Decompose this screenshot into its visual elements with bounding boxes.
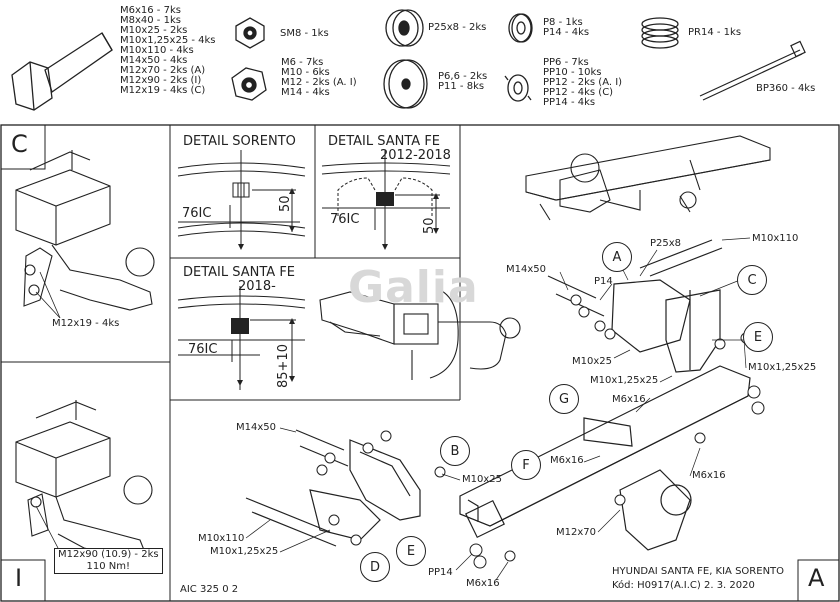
panel-a-letter: A	[808, 564, 825, 592]
part-label: M6x16	[550, 455, 584, 466]
bolt-item: M10x1,25x25 - 4ks	[120, 35, 216, 46]
washer-item: PP6 - 7ks	[543, 57, 589, 68]
panel-i-bolt-label: M12x90 (10.9) - 2ks	[58, 549, 159, 560]
detail-sorento-title: DETAIL SORENTO	[183, 134, 296, 149]
part-label: M10x1,25x25	[590, 375, 659, 386]
model-name: HYUNDAI SANTA FE, KIA SORENTO	[612, 566, 785, 577]
dim-label: 76IC	[182, 206, 212, 221]
bolt-item: M8x40 - 1ks	[120, 15, 181, 26]
bolt-item: M10x110 - 4ks	[120, 45, 194, 56]
washer-item: P11 - 8ks	[438, 81, 485, 92]
bolt-item: M12x70 - 2ks (A)	[120, 65, 206, 76]
dim-label: 85+10	[276, 344, 291, 388]
washer-item: P6,6 - 2ks	[438, 71, 488, 82]
part-label: M10x1,25x25	[210, 546, 279, 557]
part-label: M14x50	[236, 422, 276, 433]
drawing-code: AIC 325 0 2	[180, 584, 239, 595]
bolt-item: M10x25 - 2ks	[120, 25, 188, 36]
detail-santafe-2012-title: DETAIL SANTA FE	[328, 134, 441, 149]
nut-item: M12 - 2ks (A. I)	[281, 77, 357, 88]
nut-item: M10 - 6ks	[281, 67, 330, 78]
kod-date: Kód: H0917(A.I.C) 2. 3. 2020	[612, 580, 755, 591]
bolt-item: M14x50 - 4ks	[120, 55, 188, 66]
panel-i-letter: I	[15, 564, 23, 592]
dim-label: 76IC	[330, 212, 360, 227]
callout-a: A	[602, 242, 632, 272]
part-label: M10x25	[572, 356, 612, 367]
washer-item: PP14 - 4ks	[543, 97, 596, 108]
part-label: PP14	[428, 567, 453, 578]
panel-c-letter: C	[11, 130, 28, 158]
bolt-item: M6x16 - 7ks	[120, 5, 181, 16]
part-label: M10x110	[752, 233, 799, 244]
nut-item: M6 - 7ks	[281, 57, 324, 68]
dim-label: 76IC	[188, 342, 218, 357]
detail-santafe-2018-title: DETAIL SANTA FE	[183, 265, 296, 280]
part-label: M10x25	[462, 474, 502, 485]
p8-list: P8 - 1ks P14 - 4ks	[543, 18, 589, 38]
callout-f: F	[511, 450, 541, 480]
panel-i-label-box: M12x90 (10.9) - 2ks 110 Nm!	[54, 548, 163, 574]
bolt-item: M12x90 - 2ks (I)	[120, 75, 202, 86]
pp-list: PP6 - 7ks PP10 - 10ks PP12 - 2ks (A. I) …	[543, 58, 622, 108]
detail-santafe-2018-years: 2018-	[238, 279, 276, 294]
callout-b: B	[440, 436, 470, 466]
bolt-list: M6x16 - 7ks M8x40 - 1ks M10x25 - 2ks M10…	[120, 6, 216, 96]
bp360-label: BP360 - 4ks	[756, 83, 816, 94]
dim-label: 50	[422, 217, 437, 234]
pr14-label: PR14 - 1ks	[688, 27, 742, 38]
washer-item: PP10 - 10ks	[543, 67, 602, 78]
detail-santafe-2012-years: 2012-2018	[380, 148, 451, 163]
part-label: M6x16	[692, 470, 726, 481]
part-label: M6x16	[612, 394, 646, 405]
panel-c-bolt-label: M12x19 - 4ks	[52, 318, 120, 329]
callout-e: E	[743, 322, 773, 352]
panel-i-torque: 110 Nm!	[86, 561, 131, 572]
part-label: P14	[594, 276, 613, 287]
washer-item: P14 - 4ks	[543, 27, 590, 38]
part-label: M10x110	[198, 533, 245, 544]
p25-label: P25x8 - 2ks	[428, 22, 487, 33]
galia-watermark: Galia	[348, 262, 479, 313]
bolt-item: M12x19 - 4ks (C)	[120, 85, 206, 96]
washer-item: P8 - 1ks	[543, 17, 583, 28]
washer-item: PP12 - 2ks (A. I)	[543, 77, 623, 88]
callout-e-lower: E	[396, 536, 426, 566]
part-label: M14x50	[506, 264, 546, 275]
callout-d: D	[360, 552, 390, 582]
part-label: P25x8	[650, 238, 682, 249]
callout-c: C	[737, 265, 767, 295]
p66-list: P6,6 - 2ks P11 - 8ks	[438, 72, 487, 92]
dim-label: 50	[278, 195, 293, 212]
nut-list: M6 - 7ks M10 - 6ks M12 - 2ks (A. I) M14 …	[281, 58, 357, 98]
part-label: M6x16	[466, 578, 500, 589]
part-label: M10x1,25x25	[748, 362, 817, 373]
washer-item: PP12 - 4ks (C)	[543, 87, 614, 98]
nut-item: M14 - 4ks	[281, 87, 330, 98]
sm8-label: SM8 - 1ks	[280, 28, 329, 39]
part-label: M12x70	[556, 527, 596, 538]
callout-g: G	[549, 384, 579, 414]
